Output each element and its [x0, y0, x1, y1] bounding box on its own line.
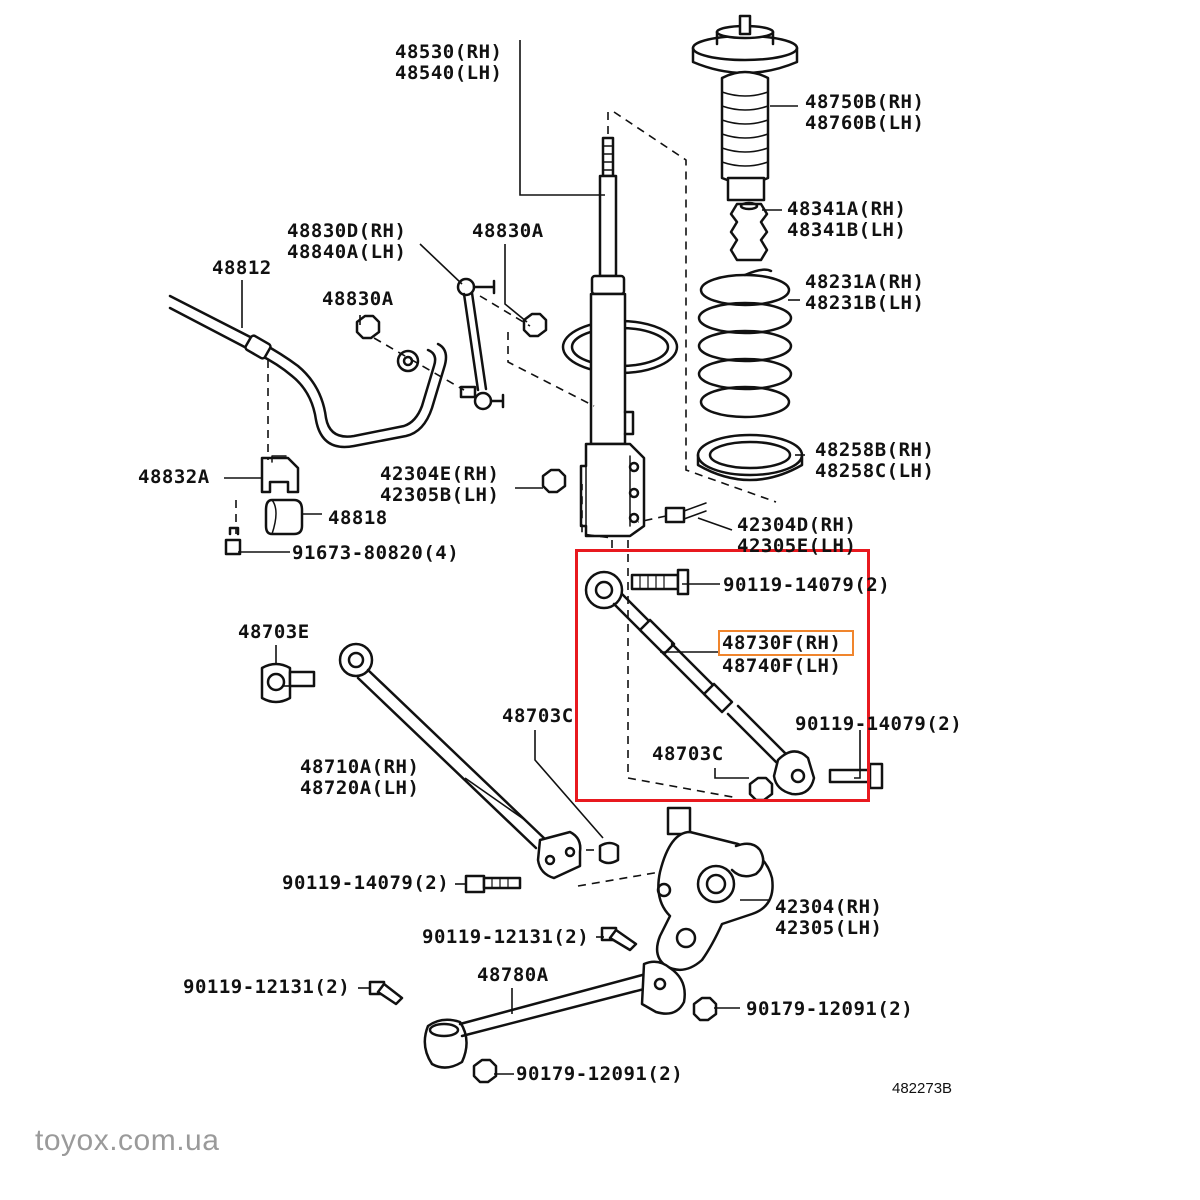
part-label-48341a[interactable]: 48341A(RH) 48341B(LH) [787, 198, 907, 241]
part-label-48258b[interactable]: 48258B(RH) 48258C(LH) [815, 439, 935, 482]
part-label-48830d[interactable]: 48830D(RH) 48840A(LH) [287, 220, 407, 263]
shock-absorber-part [561, 136, 679, 538]
part-label-90179-b[interactable]: 90179-12091(2) [516, 1063, 684, 1085]
part-label-42304e[interactable]: 42304E(RH) 42305B(LH) [380, 463, 500, 506]
selection-frame [575, 549, 870, 802]
watermark: toyox.com.ua [35, 1124, 220, 1157]
upper-control-arm-part [584, 570, 816, 796]
part-label-90119-upper-a[interactable]: 90119-14079(2) [723, 574, 891, 596]
stabilizer-bar-part [168, 294, 448, 449]
part-label-48231a[interactable]: 48231A(RH) 48231B(LH) [805, 271, 925, 314]
bushing-48703e-part [260, 662, 316, 704]
part-label-90119-12131-a[interactable]: 90119-12131(2) [422, 926, 590, 948]
drawing-code: 482273B [892, 1080, 953, 1097]
part-label-48818[interactable]: 48818 [328, 507, 388, 529]
spring-insulator-part [696, 433, 804, 482]
part-label-48832a[interactable]: 48832A [138, 466, 210, 488]
stabilizer-nuts-part [355, 312, 548, 340]
selected-part-frame [718, 630, 854, 656]
part-label-48703c-b[interactable]: 48703C [652, 743, 724, 765]
part-label-48703e[interactable]: 48703E [238, 621, 310, 643]
lower-arm-part [338, 642, 620, 880]
lower-arm-48780a-part [423, 960, 686, 1069]
coil-spring-part [697, 268, 793, 419]
part-label-48812[interactable]: 48812 [212, 257, 272, 279]
part-label-48830a-mid[interactable]: 48830A [322, 288, 394, 310]
lower-bolts-part [368, 874, 718, 1084]
part-label-90119-upper-b[interactable]: 90119-14079(2) [795, 713, 963, 735]
part-label-42304d[interactable]: 42304D(RH) 42305E(LH) [737, 514, 857, 557]
stabilizer-link-part [456, 277, 505, 411]
bumper-boot-part [720, 70, 770, 202]
part-label-91673[interactable]: 91673-80820(4) [292, 542, 460, 564]
part-label-48830a-top[interactable]: 48830A [472, 220, 544, 242]
part-label-48740f[interactable]: 48740F(LH) [722, 655, 842, 677]
upper-mount-part [691, 14, 799, 75]
strut-bolts-part [541, 468, 707, 524]
part-label-90119-12131-b[interactable]: 90119-12131(2) [183, 976, 351, 998]
part-label-48780a[interactable]: 48780A [477, 964, 549, 986]
bump-stopper-part [729, 201, 769, 262]
part-label-48750b[interactable]: 48750B(RH) 48760B(LH) [805, 91, 925, 134]
part-label-90179-a[interactable]: 90179-12091(2) [746, 998, 914, 1020]
camber-bolts-part [630, 568, 884, 802]
part-label-42304[interactable]: 42304(RH) 42305(LH) [775, 896, 883, 939]
stabilizer-bracket-part [224, 455, 304, 556]
part-label-90119-lower[interactable]: 90119-14079(2) [282, 872, 450, 894]
part-label-48530[interactable]: 48530(RH) 48540(LH) [395, 41, 503, 84]
part-label-48703c-a[interactable]: 48703C [502, 705, 574, 727]
part-label-48710a[interactable]: 48710A(RH) 48720A(LH) [300, 756, 420, 799]
rear-knuckle-part [655, 806, 774, 972]
part-label-48730f[interactable]: 48730F(RH) [722, 632, 842, 654]
